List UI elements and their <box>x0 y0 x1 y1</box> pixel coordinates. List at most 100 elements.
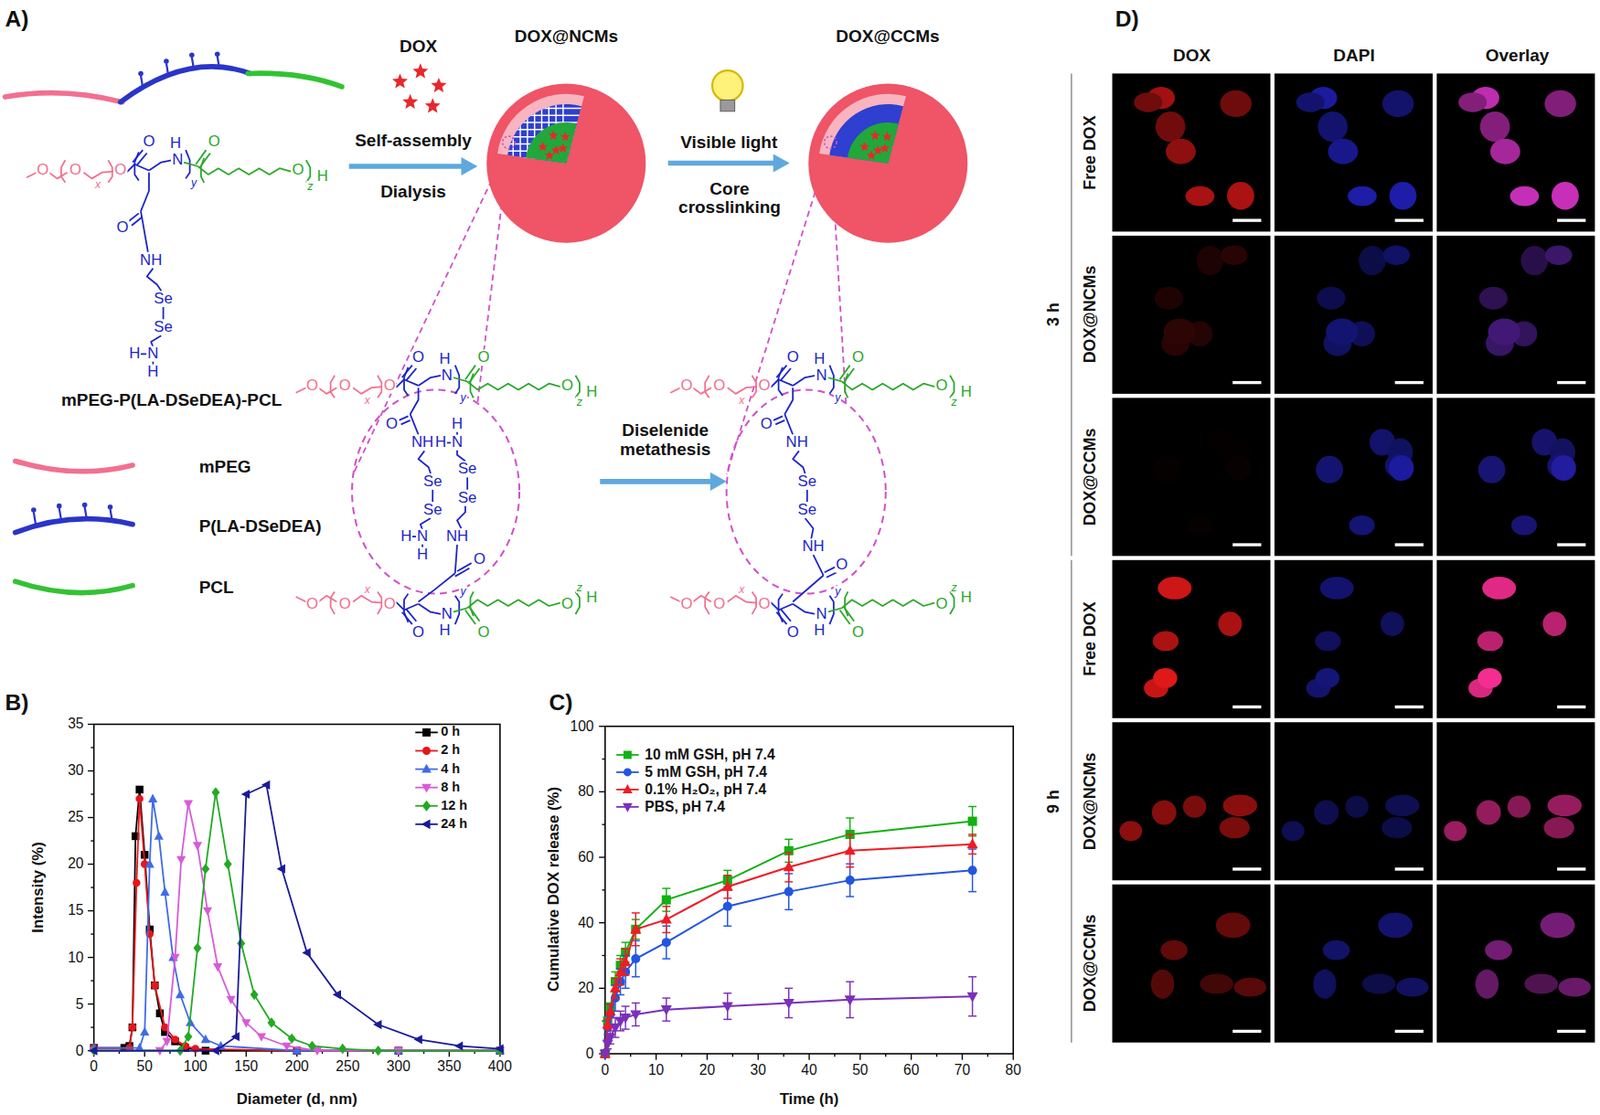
error-bar <box>661 1020 671 1022</box>
grid-line <box>533 86 535 179</box>
axis-tick <box>655 1054 657 1061</box>
data-marker <box>609 982 621 993</box>
scale-bar <box>1395 867 1424 871</box>
data-marker <box>661 1005 672 1016</box>
cell-nucleus <box>1347 186 1377 207</box>
tick-label: 80 <box>1005 1062 1022 1078</box>
chemical-bond <box>844 373 848 399</box>
chemical-bond <box>826 572 837 578</box>
grid-line <box>505 86 507 179</box>
cell-nucleus <box>1383 245 1411 266</box>
chemical-bond <box>453 377 469 382</box>
data-marker <box>183 1032 192 1043</box>
pendant-group <box>217 55 220 68</box>
plot-frame <box>94 724 501 1051</box>
chemical-bond <box>107 160 112 183</box>
chemical-bond <box>575 375 579 399</box>
drug-star <box>544 149 555 160</box>
axis-tick <box>910 1054 912 1061</box>
data-marker <box>210 1045 219 1056</box>
atom-label: H <box>438 622 452 639</box>
legend-sample <box>15 519 133 534</box>
atom-label: O <box>712 378 726 395</box>
data-marker <box>241 789 250 800</box>
subscript: y <box>833 586 842 598</box>
chemical-bond <box>352 386 383 395</box>
chemical-bond <box>778 594 783 623</box>
data-marker <box>454 1041 463 1051</box>
axis-tick <box>90 746 94 748</box>
grid-line <box>494 107 587 109</box>
chemical-bond <box>352 596 383 604</box>
axis-tick <box>90 933 94 935</box>
tick-label: 80 <box>577 784 594 800</box>
cell-nucleus <box>1160 940 1188 961</box>
micelle-shape <box>484 25 649 246</box>
drug-star <box>870 130 881 140</box>
pendant-group <box>107 504 114 511</box>
chemical-bond <box>770 602 779 611</box>
data-marker <box>783 999 795 1010</box>
data-marker <box>338 1044 347 1055</box>
cell-nucleus <box>1544 817 1575 839</box>
atom-label: N <box>146 346 160 363</box>
cell-nucleus <box>1153 456 1182 484</box>
error-bar <box>616 958 625 960</box>
data-marker <box>308 1041 317 1052</box>
data-marker <box>213 963 223 972</box>
atom-label: O <box>712 596 726 612</box>
cell-nucleus <box>1484 940 1513 961</box>
chemical-bond <box>183 162 199 167</box>
error-bar <box>631 976 640 978</box>
chemical-bond <box>318 387 337 395</box>
grid-line <box>494 85 587 87</box>
drug-star <box>412 63 428 78</box>
cell-nucleus <box>1547 795 1582 818</box>
axis-tick <box>601 889 605 891</box>
error-bar <box>968 1015 977 1017</box>
process-arrow <box>349 163 464 170</box>
legend-text: 4 h <box>440 762 460 778</box>
legend-text: 24 h <box>440 817 468 832</box>
error-bar <box>784 988 793 990</box>
pendant-group <box>138 71 144 77</box>
scale-bar <box>1232 381 1261 384</box>
data-marker <box>145 859 155 868</box>
atom-label: NH <box>410 435 435 451</box>
chemical-bond <box>824 567 835 574</box>
drug-label: DOX <box>399 37 438 57</box>
atom-label: O <box>834 557 849 574</box>
data-marker <box>619 1013 631 1024</box>
error-bar <box>606 1030 615 1032</box>
scale-bar <box>1557 705 1586 709</box>
drug-star <box>879 143 890 153</box>
atom-label: Se <box>422 473 443 490</box>
axis-tick <box>87 770 95 772</box>
atom-label: N <box>814 367 828 384</box>
data-marker <box>231 1032 240 1042</box>
subscript: z <box>949 396 958 408</box>
data-marker <box>783 861 795 872</box>
chemical-bond <box>453 608 469 612</box>
data-marker <box>191 1045 199 1053</box>
axis-tick <box>347 1051 349 1058</box>
legend-text: PCL <box>199 577 235 598</box>
error-bar <box>968 806 977 808</box>
data-marker <box>332 990 342 1000</box>
axis-tick <box>681 1054 683 1057</box>
pendant-group <box>140 75 143 88</box>
cell-nucleus <box>1316 287 1345 310</box>
cell-nucleus <box>1155 111 1186 142</box>
drug-star <box>859 141 870 151</box>
atom-label: O <box>759 416 774 433</box>
step-label: Self-assembly <box>354 131 472 151</box>
error-bar <box>661 887 671 889</box>
column-header: DOX <box>1173 46 1211 66</box>
data-line <box>605 844 973 1055</box>
tick-label: 300 <box>386 1059 411 1076</box>
grid-line <box>494 164 587 166</box>
chemical-bond <box>149 160 172 171</box>
data-marker <box>629 1010 641 1021</box>
legend-text: 0 h <box>440 725 460 740</box>
